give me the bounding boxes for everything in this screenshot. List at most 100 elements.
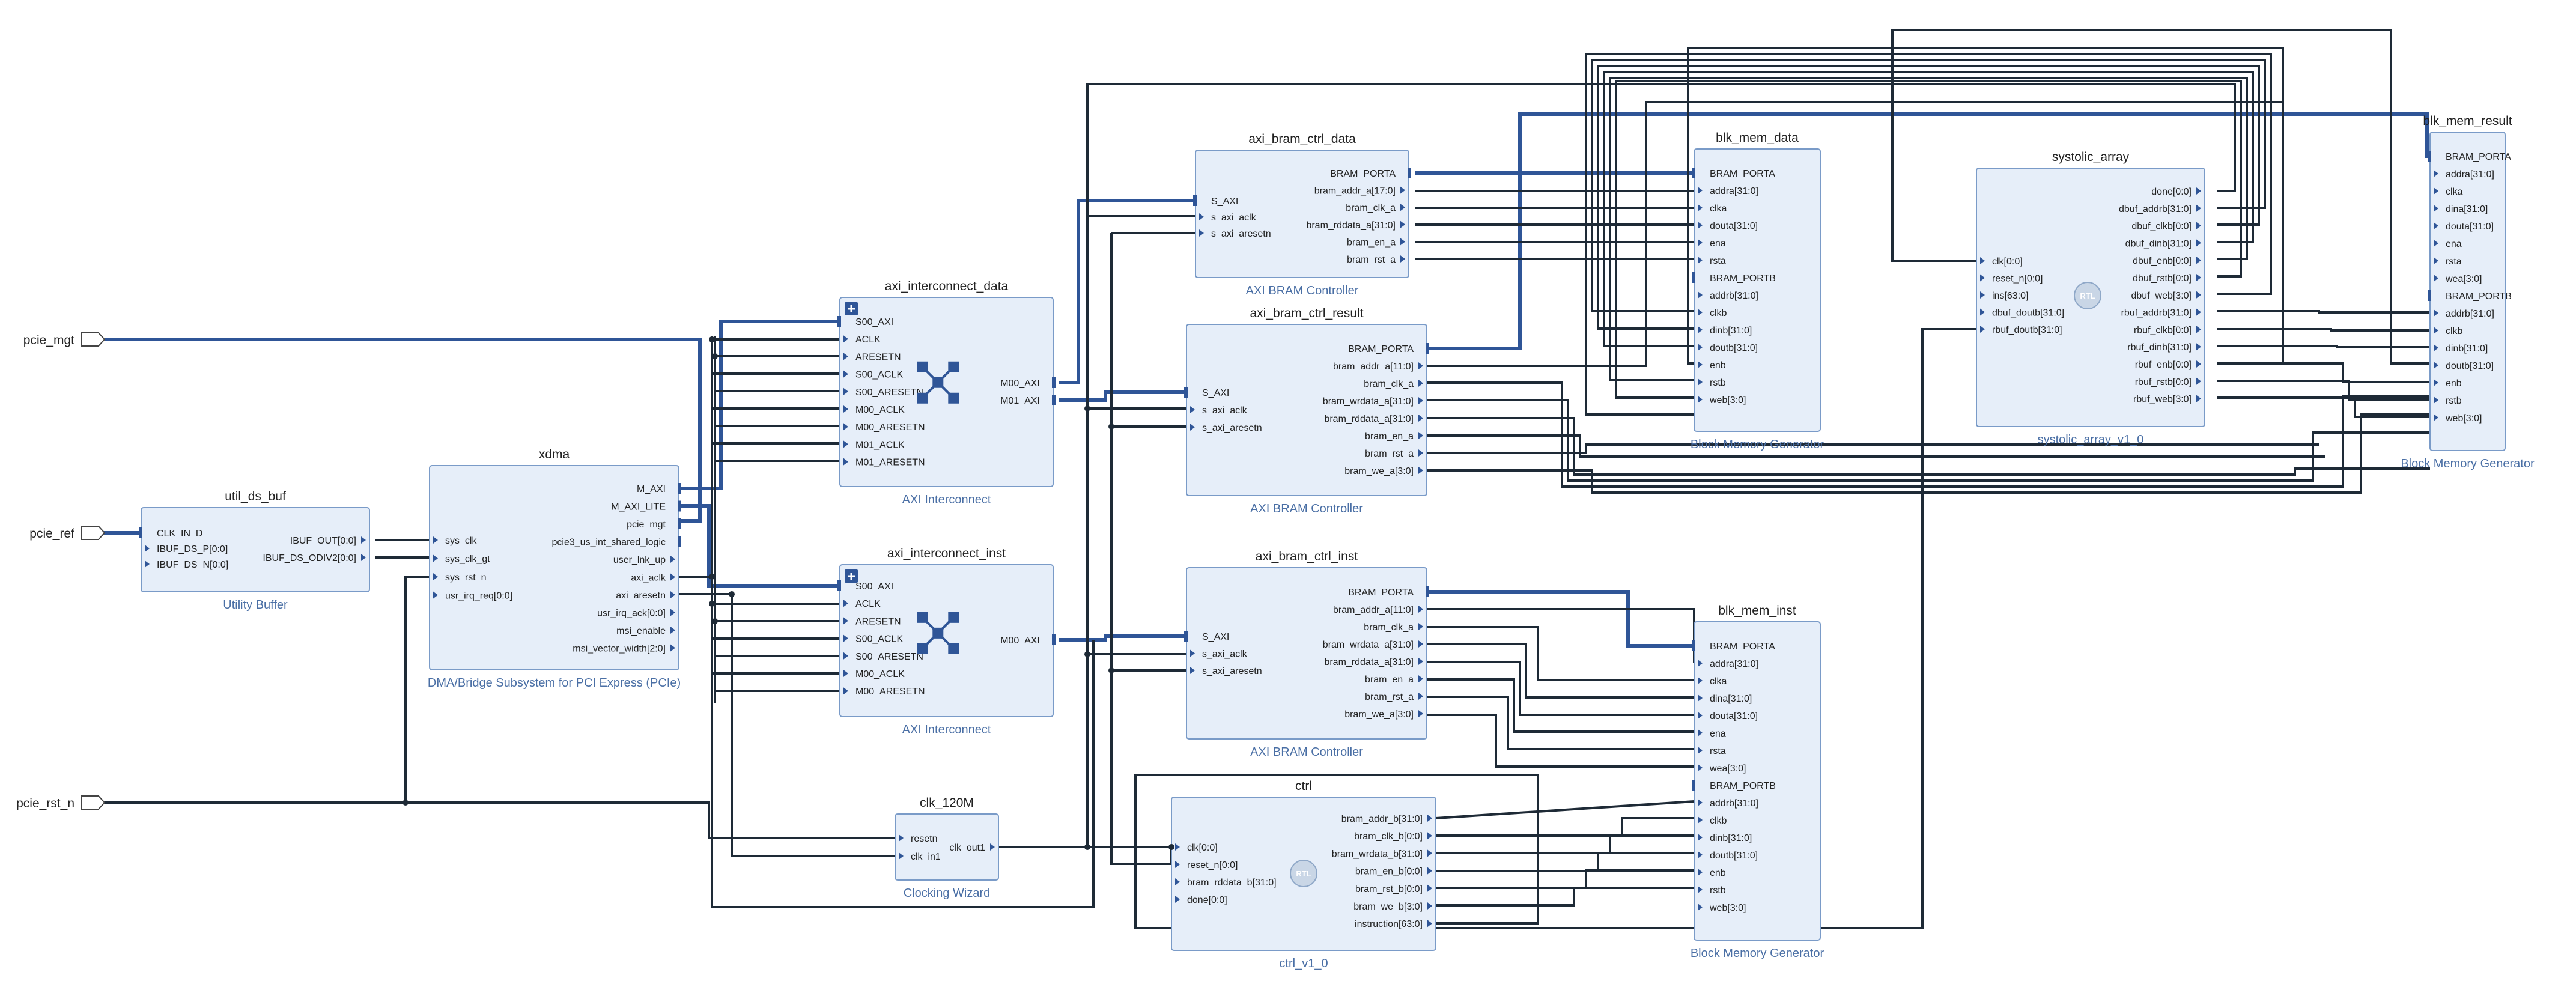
pin-marker[interactable] xyxy=(990,843,995,851)
pin-marker[interactable] xyxy=(1698,869,1703,876)
bus-port-marker[interactable] xyxy=(678,483,681,494)
pin-marker[interactable] xyxy=(433,554,438,562)
pin-marker[interactable] xyxy=(1427,849,1432,857)
bus-port-marker[interactable] xyxy=(1052,395,1056,405)
bus-port-marker[interactable] xyxy=(678,500,681,512)
bus-port-marker[interactable] xyxy=(1184,387,1188,398)
pin-marker[interactable] xyxy=(2434,170,2438,177)
pin-marker[interactable] xyxy=(2434,396,2438,404)
pin-marker[interactable] xyxy=(843,405,848,413)
pin-marker[interactable] xyxy=(1698,677,1703,684)
pin-marker[interactable] xyxy=(1400,220,1405,228)
pin-marker[interactable] xyxy=(1427,902,1432,910)
pin-marker[interactable] xyxy=(1698,396,1703,403)
pin-marker[interactable] xyxy=(1698,747,1703,754)
pin-marker[interactable] xyxy=(145,560,150,568)
pin-marker[interactable] xyxy=(843,670,848,677)
pin-marker[interactable] xyxy=(1698,660,1703,667)
pin-marker[interactable] xyxy=(670,627,675,634)
block-body[interactable] xyxy=(429,465,679,670)
pin-marker[interactable] xyxy=(1190,424,1195,431)
pin-marker[interactable] xyxy=(1427,920,1432,928)
block-body[interactable] xyxy=(1195,150,1409,278)
pin-marker[interactable] xyxy=(1698,326,1703,333)
pin-marker[interactable] xyxy=(361,536,366,544)
pin-marker[interactable] xyxy=(2434,309,2438,317)
pin-marker[interactable] xyxy=(1698,361,1703,368)
pin-marker[interactable] xyxy=(1427,815,1432,822)
pin-marker[interactable] xyxy=(843,387,848,395)
pin-marker[interactable] xyxy=(1190,406,1195,413)
pin-marker[interactable] xyxy=(2434,257,2438,264)
pin-marker[interactable] xyxy=(1400,255,1405,263)
pin-marker[interactable] xyxy=(1418,362,1423,369)
pin-marker[interactable] xyxy=(899,852,904,860)
pin-marker[interactable] xyxy=(1698,257,1703,264)
pin-marker[interactable] xyxy=(2434,222,2438,229)
bus-port-marker[interactable] xyxy=(837,580,841,591)
pin-marker[interactable] xyxy=(2196,239,2201,247)
pin-marker[interactable] xyxy=(843,600,848,607)
pin-marker[interactable] xyxy=(1418,623,1423,630)
bus-pcie-mgt[interactable] xyxy=(105,338,702,523)
bus-port-marker[interactable] xyxy=(678,536,681,547)
pin-marker[interactable] xyxy=(670,591,675,598)
pin-marker[interactable] xyxy=(1190,649,1195,657)
pin-marker[interactable] xyxy=(1698,816,1703,824)
bus-m-axi-lite[interactable] xyxy=(679,504,840,588)
pin-marker[interactable] xyxy=(843,687,848,695)
pin-marker[interactable] xyxy=(2196,377,2201,385)
pin-marker[interactable] xyxy=(1698,694,1703,702)
bus-port-marker[interactable] xyxy=(2428,151,2431,162)
pin-marker[interactable] xyxy=(843,370,848,378)
pin-marker[interactable] xyxy=(1698,851,1703,858)
port-symbol[interactable] xyxy=(81,526,106,540)
pin-marker[interactable] xyxy=(1190,667,1195,674)
bus-port-marker[interactable] xyxy=(1426,586,1429,597)
block-systolic_array[interactable]: systolic_arraysystolic_array_v1_0clk[0:0… xyxy=(1976,150,2205,446)
pin-marker[interactable] xyxy=(2434,240,2438,247)
pin-marker[interactable] xyxy=(843,335,848,343)
pin-marker[interactable] xyxy=(1418,467,1423,474)
pin-marker[interactable] xyxy=(843,634,848,642)
pin-marker[interactable] xyxy=(1698,187,1703,194)
bus-port-marker[interactable] xyxy=(1193,195,1197,206)
pin-marker[interactable] xyxy=(1175,843,1180,851)
pin-marker[interactable] xyxy=(843,617,848,625)
pin-marker[interactable] xyxy=(1698,764,1703,771)
bus-port-marker[interactable] xyxy=(1408,168,1411,178)
pin-marker[interactable] xyxy=(2434,327,2438,334)
pin-marker[interactable] xyxy=(1418,432,1423,439)
pin-marker[interactable] xyxy=(361,554,366,561)
bus-bram-porta-result[interactable] xyxy=(1427,112,2430,350)
bus-port-marker[interactable] xyxy=(2428,290,2431,301)
block-body[interactable] xyxy=(141,507,370,592)
pin-marker[interactable] xyxy=(1418,640,1423,648)
pin-marker[interactable] xyxy=(670,556,675,563)
pin-marker[interactable] xyxy=(2196,257,2201,264)
pin-marker[interactable] xyxy=(843,353,848,360)
pin-marker[interactable] xyxy=(433,536,438,544)
pin-marker[interactable] xyxy=(1400,204,1405,211)
block-body[interactable] xyxy=(1186,567,1427,740)
pin-marker[interactable] xyxy=(2196,274,2201,281)
pin-marker[interactable] xyxy=(1418,606,1423,613)
pin-marker[interactable] xyxy=(2434,205,2438,212)
pin-marker[interactable] xyxy=(1418,449,1423,457)
port-symbol[interactable] xyxy=(81,795,106,810)
pin-marker[interactable] xyxy=(1400,238,1405,246)
pin-marker[interactable] xyxy=(899,834,904,842)
pin-marker[interactable] xyxy=(1199,229,1204,237)
bus-m01-axi-data[interactable] xyxy=(1059,390,1186,402)
pin-marker[interactable] xyxy=(1427,884,1432,892)
pin-marker[interactable] xyxy=(2196,326,2201,333)
pin-marker[interactable] xyxy=(145,545,150,552)
pin-marker[interactable] xyxy=(1175,896,1180,903)
